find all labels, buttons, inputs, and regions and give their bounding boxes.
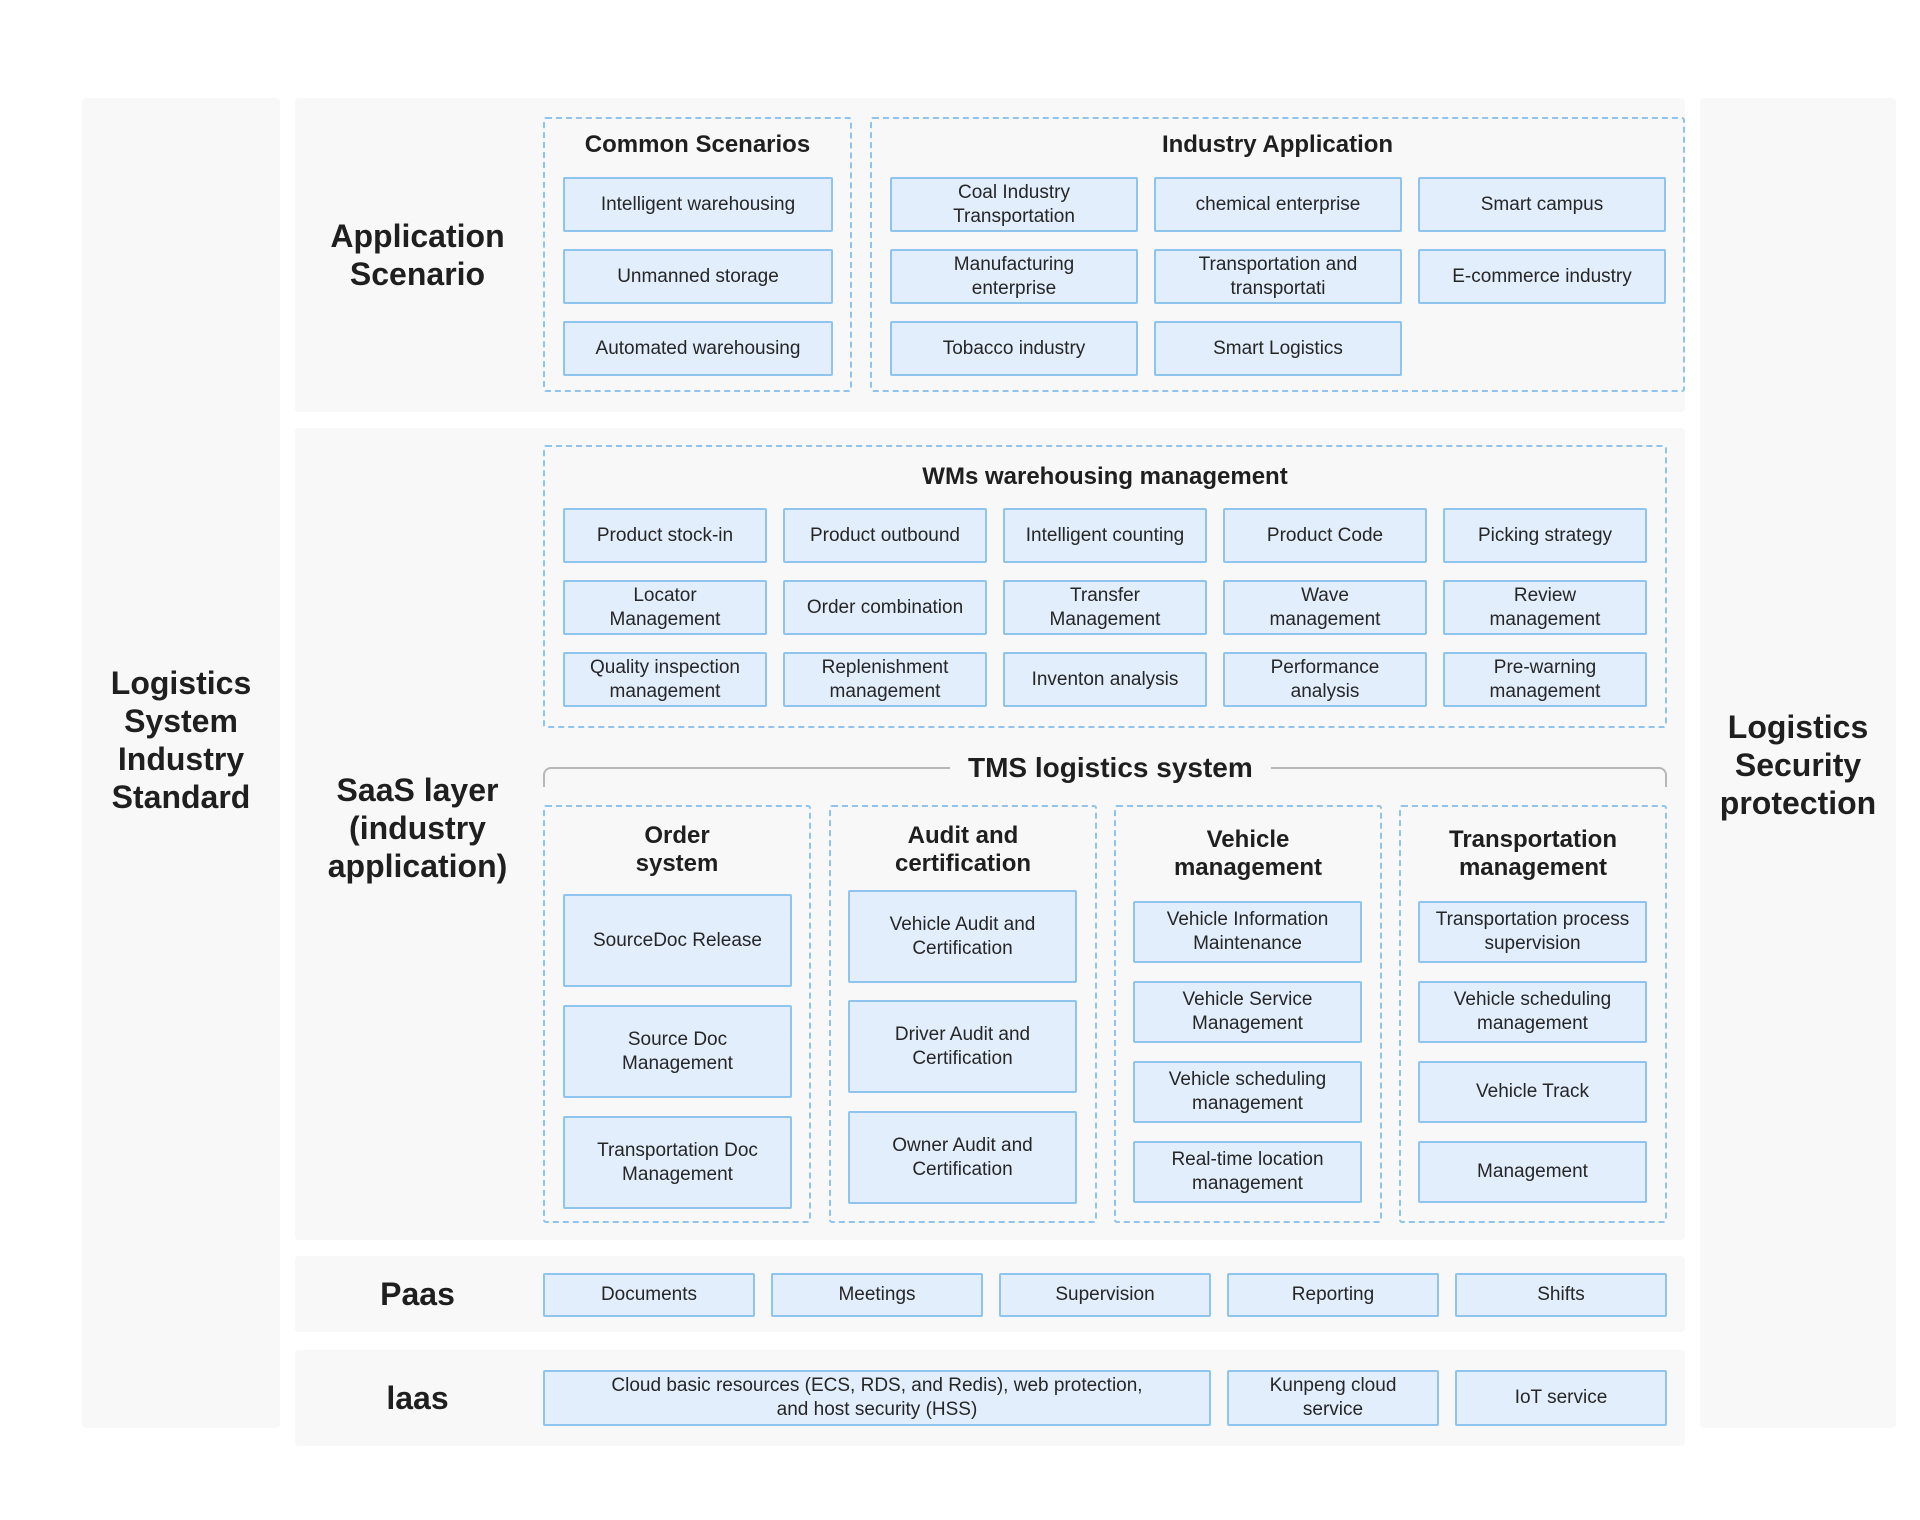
wms-title: WMs warehousing management [922,463,1288,490]
wms-item: Quality inspection management [563,652,767,707]
transportation-management-title: Transportation management [1448,826,1617,881]
industry-application-title: Industry Application [1161,131,1394,158]
paas-item: Reporting [1227,1273,1439,1317]
iaas-item: Cloud basic resources (ECS, RDS, and Red… [543,1370,1211,1426]
audit-certification-title: Audit and certification [894,822,1032,877]
wms-item: Product stock-in [563,508,767,563]
right-security-label: Logistics Security protection [1719,709,1877,821]
vehicle-item: Real-time location management [1133,1141,1362,1203]
industry-item: Tobacco industry [890,321,1138,376]
wms-item: Picking strategy [1443,508,1647,563]
transport-item: Vehicle scheduling management [1418,981,1647,1043]
transport-item: Transportation process supervision [1418,901,1647,963]
paas-panel [295,1256,1685,1332]
iaas-label: laas [386,1380,449,1416]
wms-item: Replenishment management [783,652,987,707]
wms-group [543,445,1667,728]
wms-item: Intelligent counting [1003,508,1207,563]
vehicle-item: Vehicle Service Management [1133,981,1362,1043]
wms-item: Locator Management [563,580,767,635]
wms-item: Order combination [783,580,987,635]
industry-item: Coal Industry Transportation [890,177,1138,232]
industry-item: E-commerce industry [1418,249,1666,304]
audit-item: Driver Audit and Certification [848,1000,1077,1093]
wms-item: Pre-warning management [1443,652,1647,707]
paas-item: Shifts [1455,1273,1667,1317]
transport-item: Management [1418,1141,1647,1203]
saas-layer-label: SaaS layer (industry application) [327,772,508,884]
wms-item: Performance analysis [1223,652,1427,707]
industry-application-group [870,117,1685,392]
industry-item: Transportation and transportati [1154,249,1402,304]
common-item: Intelligent warehousing [563,177,833,232]
wms-item: Transfer Management [1003,580,1207,635]
industry-item: Smart campus [1418,177,1666,232]
industry-item: Manufacturing enterprise [890,249,1138,304]
wms-item: Review management [1443,580,1647,635]
left-standard-panel [82,98,280,1428]
vehicle-item: Vehicle Information Maintenance [1133,901,1362,963]
order-item: Transportation Doc Management [563,1116,792,1209]
audit-certification-group [829,805,1097,1223]
vehicle-management-title: Vehicle management [1173,826,1323,881]
vehicle-management-group [1114,805,1382,1223]
wms-item: Wave management [1223,580,1427,635]
paas-item: Documents [543,1273,755,1317]
order-system-group [543,805,811,1223]
left-standard-label: Logistics System Industry Standard [110,665,252,815]
wms-item: Inventon analysis [1003,652,1207,707]
right-security-panel [1700,98,1896,1428]
industry-item: chemical enterprise [1154,177,1402,232]
iaas-item: Kunpeng cloud service [1227,1370,1439,1426]
transportation-management-group [1399,805,1667,1223]
paas-label: Paas [380,1276,455,1312]
common-item: Unmanned storage [563,249,833,304]
common-item: Automated warehousing [563,321,833,376]
order-item: SourceDoc Release [563,894,792,987]
iaas-item: IoT service [1455,1370,1667,1426]
paas-item: Supervision [999,1273,1211,1317]
transport-item: Vehicle Track [1418,1061,1647,1123]
order-item: Source Doc Management [563,1005,792,1098]
common-scenarios-group [543,117,852,392]
order-system-title: Order system [635,822,719,877]
wms-item: Product Code [1223,508,1427,563]
wms-item: Product outbound [783,508,987,563]
common-scenarios-title: Common Scenarios [584,131,811,158]
paas-item: Meetings [771,1273,983,1317]
tms-title: TMS logistics system [950,750,1271,786]
vehicle-item: Vehicle scheduling management [1133,1061,1362,1123]
application-scenario-label: Application Scenario [330,218,505,292]
audit-item: Owner Audit and Certification [848,1111,1077,1204]
industry-item: Smart Logistics [1154,321,1402,376]
audit-item: Vehicle Audit and Certification [848,890,1077,983]
